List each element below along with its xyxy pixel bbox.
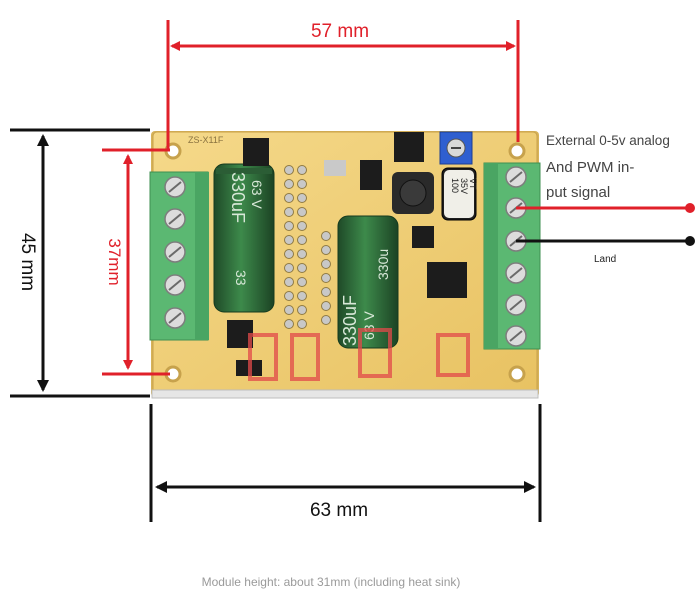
solder-pad-15: [297, 263, 307, 273]
cap-left-code: 33: [233, 270, 249, 286]
watermark-shape: [248, 328, 470, 381]
solder-pad-26: [321, 259, 331, 269]
dim-bottom-width: 63 mm: [149, 404, 542, 522]
cap-right-code: 330u: [375, 249, 391, 280]
dim-outer-height: 45 mm: [10, 128, 150, 398]
potentiometer: [439, 131, 473, 165]
dim-outer-label: 45 mm: [17, 233, 38, 291]
right-screw-1-slot: [509, 171, 523, 183]
silkscreen-label: ZS-X11F: [188, 135, 224, 145]
signal-wire: [516, 203, 695, 213]
ground-wire: [516, 236, 695, 246]
ground-label: Land: [594, 254, 616, 265]
small-capacitor: 100 35V VT: [441, 167, 478, 221]
dim-bottom-label: 63 mm: [310, 500, 368, 521]
solder-pad-4: [284, 193, 294, 203]
solder-pad-16: [284, 277, 294, 287]
capacitor-left: 330uF 63 V 33: [213, 163, 275, 313]
dim-inner-label: 37mm: [105, 238, 124, 285]
solder-pad-29: [321, 301, 331, 311]
left-screw-2-slot: [168, 213, 182, 225]
pcb-board: ZS-X11F 330uF 63 V 33 330uF 63 V 330u: [149, 131, 541, 399]
solder-pad-8: [284, 221, 294, 231]
cap-right-value: 330uF: [340, 295, 360, 346]
signal-terminal-dot: [685, 203, 695, 213]
input-label-line2: And PWM in-: [546, 159, 634, 176]
solder-pad-19: [297, 291, 307, 301]
solder-pad-0: [284, 165, 294, 175]
dim-inner-height: 37mm: [102, 148, 170, 376]
solder-pad-5: [297, 193, 307, 203]
input-label-line3: put signal: [546, 184, 610, 201]
solder-pad-1: [297, 165, 307, 175]
solder-pad-21: [297, 305, 307, 315]
small-cap-line2: 35V: [459, 178, 469, 194]
solder-pad-25: [321, 245, 331, 255]
solder-pad-9: [297, 221, 307, 231]
solder-pad-10: [284, 235, 294, 245]
solder-pad-24: [321, 231, 331, 241]
solder-pad-28: [321, 287, 331, 297]
solder-pad-12: [284, 249, 294, 259]
left-screw-1-slot: [168, 181, 182, 193]
solder-pad-13: [297, 249, 307, 259]
solder-pad-23: [297, 319, 307, 329]
solder-pad-2: [284, 179, 294, 189]
dim-top-label: 57 mm: [311, 21, 369, 42]
solder-pad-6: [284, 207, 294, 217]
solder-pad-17: [297, 277, 307, 287]
solder-pad-20: [284, 305, 294, 315]
left-terminal-block: [149, 171, 209, 341]
integrated-circuits: [227, 132, 467, 376]
cap-right-volt: 63 V: [361, 311, 377, 340]
input-label-line1: External 0-5v analog: [546, 133, 670, 148]
right-screw-6-slot: [509, 330, 523, 342]
left-screw-4-slot: [168, 279, 182, 291]
ground-terminal-dot: [685, 236, 695, 246]
capacitor-right: 330uF 63 V 330u: [337, 215, 399, 349]
module-height-note: Module height: about 31mm (including hea…: [202, 575, 461, 589]
solder-pad-3: [297, 179, 307, 189]
dim-top-width: 57 mm: [166, 20, 520, 150]
solder-pad-11: [297, 235, 307, 245]
left-screw-5-slot: [168, 312, 182, 324]
small-cap-line3: VT: [468, 178, 478, 190]
right-terminal-block: [483, 162, 541, 350]
solder-pad-14: [284, 263, 294, 273]
solder-pad-22: [284, 319, 294, 329]
inductor: [392, 172, 434, 214]
right-screw-5-slot: [509, 299, 523, 311]
solder-pad-30: [321, 315, 331, 325]
small-cap-line1: 100: [450, 178, 460, 193]
solder-pad-7: [297, 207, 307, 217]
right-screw-4-slot: [509, 267, 523, 279]
solder-pad-18: [284, 291, 294, 301]
cap-left-value: 330uF: [228, 172, 248, 223]
left-screw-3-slot: [168, 246, 182, 258]
cap-left-volt: 63 V: [249, 180, 265, 209]
solder-pad-27: [321, 273, 331, 283]
pin-rows: [284, 165, 331, 329]
